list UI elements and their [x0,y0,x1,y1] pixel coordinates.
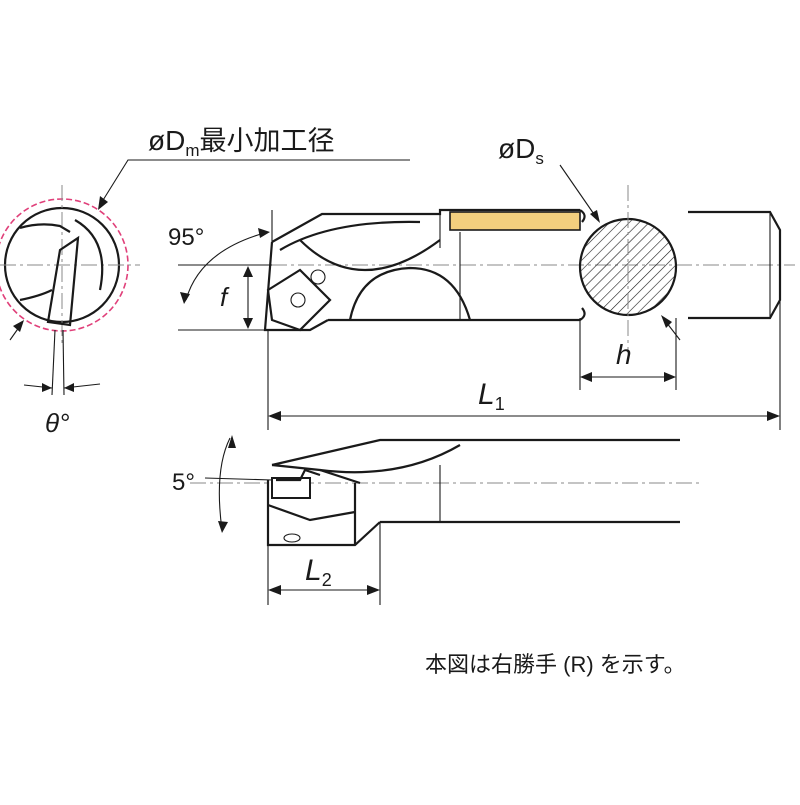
l2-sub: 2 [322,570,332,590]
l2-dim: L2 [268,554,380,595]
end-view: θ° [0,185,140,438]
f-label: f [220,282,230,312]
dm-sub: m [185,141,199,160]
top-view [178,185,795,430]
svg-text:øDm最小加工径: øDm最小加工径 [148,125,335,160]
angle-5-label: 5° [172,469,195,496]
dm-prefix: øD [148,125,185,156]
side-view [190,438,700,605]
ds-callout: øDs [498,133,681,341]
h-label: h [616,339,632,370]
dm-text: 最小加工径 [200,126,335,156]
svg-text:L1: L1 [478,378,505,414]
svg-text:øDs: øDs [498,133,544,168]
end-view-insert [46,235,80,327]
l1-sub: 1 [495,394,505,414]
dm-callout: øDm最小加工径 [98,125,410,210]
l2-main: L [305,554,322,587]
angle-95-dim: 95° [168,224,270,304]
theta-label: θ° [45,408,70,438]
coolant-channel [449,211,581,231]
l1-dim: L1 [268,378,780,421]
h-dim: h [580,339,676,382]
side-view-insert [271,477,311,499]
ds-sub: s [535,149,544,168]
angle-5-dim: 5° [172,435,273,533]
l1-main: L [478,378,495,411]
svg-text:L2: L2 [305,554,332,590]
angle-95-label: 95° [168,224,204,251]
f-dim: f [220,266,253,329]
top-view-insert [266,268,332,332]
note-text: 本図は右勝手 (R) を示す。 [425,652,686,677]
ds-prefix: øD [498,133,535,164]
